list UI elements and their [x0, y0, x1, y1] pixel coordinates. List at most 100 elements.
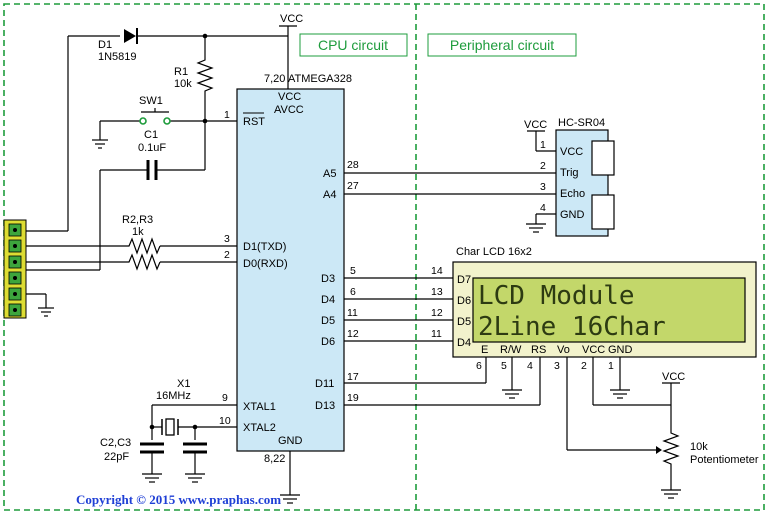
mcu-pin-a5: 28 — [347, 159, 359, 171]
junction-dot — [192, 424, 198, 430]
mcu-label-a4: A4 — [323, 189, 336, 201]
crystal-ref: X1 — [177, 378, 190, 390]
mcu-label-xtal2: XTAL2 — [243, 422, 276, 434]
r1-ref: R1 — [174, 66, 188, 78]
pot-vcc-label: VCC — [662, 371, 685, 383]
mcu-pin-xtal1: 9 — [222, 392, 228, 404]
lcd-line-1: LCD Module — [478, 281, 635, 311]
mcu-ground — [280, 451, 300, 504]
c1-ref: C1 — [144, 129, 158, 141]
lcd-pin-gnd-label: GND — [608, 344, 633, 356]
lcd-line-2: 2Line 16Char — [478, 312, 666, 342]
mcu-part: ATMEGA328 — [288, 73, 352, 85]
pot-ground — [661, 489, 681, 499]
lcd-pin-4: 4 — [527, 360, 533, 372]
lcd-pin-e-label: E — [481, 344, 488, 356]
lcd-pin-11: 11 — [431, 328, 442, 340]
lcd-pin-vcc-label: VCC — [582, 344, 605, 356]
c1-value: 0.1uF — [138, 142, 166, 154]
peripheral-section-box — [427, 33, 577, 57]
sensor-pin-3: 3 — [540, 181, 546, 193]
lcd-pin-1: 1 — [608, 360, 614, 372]
mcu-pin-d6: 12 — [347, 328, 359, 340]
resistors-r2-r3 — [125, 237, 161, 271]
vcc-top-symbol — [279, 25, 297, 36]
lcd-pin-d6-label: D6 — [457, 295, 471, 307]
sensor-part: HC-SR04 — [558, 117, 605, 129]
lcd-pin-rs-label: RS — [531, 344, 546, 356]
pot-value: 10k — [690, 441, 708, 453]
r1-value: 10k — [174, 78, 192, 90]
c23-ref: C2,C3 — [100, 437, 131, 449]
mcu-label-gnd: GND — [278, 435, 303, 447]
lcd-pin-14: 14 — [431, 265, 443, 277]
junction-dot — [149, 424, 155, 430]
mcu-label-d11: D11 — [315, 378, 334, 390]
diode-ref: D1 — [98, 39, 112, 51]
wiper-arrow — [656, 446, 662, 454]
mcu-pin-txd: 3 — [224, 233, 230, 245]
junction-dot — [202, 118, 208, 124]
lcd-pin-12: 12 — [431, 307, 443, 319]
lcd-pin-6: 6 — [476, 360, 482, 372]
potentiometer — [662, 430, 680, 490]
mcu-pin-d13: 19 — [347, 392, 359, 404]
mcu-label-d5: D5 — [321, 315, 335, 327]
header-connector — [3, 219, 27, 319]
c23-value: 22pF — [104, 451, 129, 463]
sensor-pin-4: 4 — [540, 202, 546, 214]
mcu-label-d6: D6 — [321, 336, 335, 348]
sensor-pin-2: 2 — [540, 160, 546, 172]
vcc-bus-wires — [67, 35, 289, 231]
mcu-pin-xtal2: 10 — [219, 415, 231, 427]
lcd-pin-vo-label: Vo — [557, 344, 570, 356]
mcu-pin-a4: 27 — [347, 180, 359, 192]
mcu-label-d4: D4 — [321, 294, 335, 306]
mcu-pin-d3: 5 — [350, 265, 356, 277]
lcd-pin-rw-label: R/W — [500, 344, 522, 356]
reset-switch — [139, 108, 171, 125]
mcu-pin-d4: 6 — [350, 286, 356, 298]
atmega328-chip — [236, 88, 345, 452]
diode-part: 1N5819 — [98, 51, 137, 63]
sensor-pin-trig-label: Trig — [560, 167, 579, 179]
cpu-section-label: CPU circuit — [318, 37, 388, 53]
mcu-label-d3: D3 — [321, 273, 335, 285]
pot-name: Potentiometer — [690, 454, 759, 466]
sensor-pin-gnd-label: GND — [560, 209, 585, 221]
junction-dot — [202, 33, 208, 39]
sensor-wires — [344, 172, 556, 233]
mcu-pin-d5: 11 — [347, 307, 358, 319]
vcc-top-label: VCC — [280, 13, 303, 25]
mcu-label-rxd: D0(RXD) — [243, 258, 288, 270]
peripheral-section-label: Peripheral circuit — [450, 37, 554, 53]
sensor-pin-vcc-label: VCC — [560, 146, 583, 158]
pot-vcc-symbol — [662, 382, 680, 430]
copyright-text: Copyright © 2015 www.praphas.com — [76, 492, 281, 507]
capacitors-c2-c3 — [140, 442, 207, 483]
switch-ref: SW1 — [139, 95, 163, 107]
lcd-screen — [472, 277, 746, 343]
lcd-data-wires — [344, 277, 453, 342]
mcu-label-rst: RST — [243, 116, 265, 128]
lcd-pin-5: 5 — [501, 360, 507, 372]
diode-d1 — [124, 28, 138, 44]
mcu-pin-d11: 17 — [347, 371, 359, 383]
mcu-pin-rst: 1 — [224, 109, 230, 121]
outer-border — [3, 3, 765, 511]
mcu-label-avcc: AVCC — [274, 104, 304, 116]
lcd-control-wires — [344, 357, 671, 451]
lcd-title: Char LCD 16x2 — [456, 246, 532, 258]
mcu-label-d13: D13 — [315, 400, 335, 412]
lcd-pin-d4-label: D4 — [457, 337, 471, 349]
lcd-pin-13: 13 — [431, 286, 443, 298]
mcu-label-vcc: VCC — [278, 91, 301, 103]
mcu-label-txd: D1(TXD) — [243, 241, 286, 253]
mcu-label-xtal1: XTAL1 — [243, 401, 276, 413]
r23-value: 1k — [132, 226, 144, 238]
header-wires — [26, 230, 237, 317]
transducer-right — [591, 194, 615, 230]
lcd-pin-3: 3 — [554, 360, 560, 372]
crystal-freq: 16MHz — [156, 390, 191, 402]
